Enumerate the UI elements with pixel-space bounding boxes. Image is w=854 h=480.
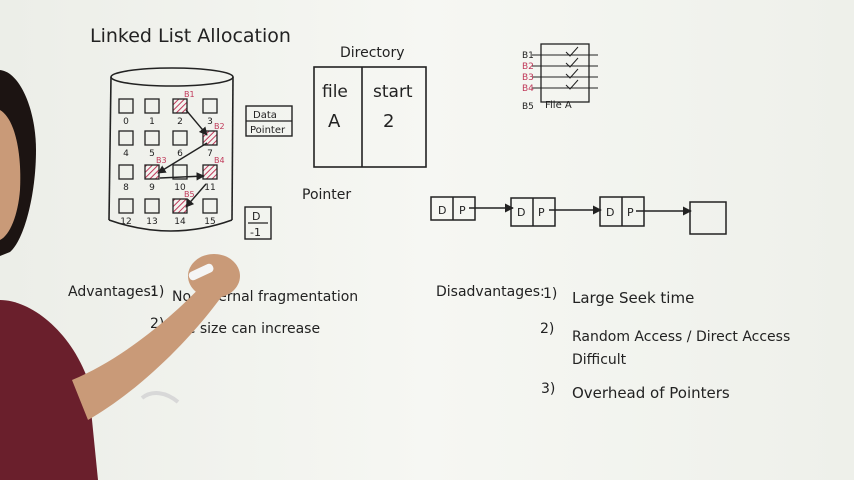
disk-block-number-5: 5	[149, 149, 155, 159]
disk-block-number-14: 14	[174, 217, 186, 227]
disk-block-number-7: 7	[207, 149, 213, 159]
disk-block-number-8: 8	[123, 183, 129, 193]
presenter-hand	[188, 254, 240, 298]
disk-block-9	[144, 164, 160, 180]
presenter-shirt	[0, 300, 98, 480]
linked-list	[430, 196, 727, 235]
data-pointer-box: Data Pointer	[245, 105, 293, 137]
directory-row-start: 2	[383, 111, 394, 132]
last-block-null: -1	[250, 226, 261, 239]
disk-block-14	[172, 198, 188, 214]
disk-block-number-15: 15	[204, 217, 215, 227]
disk-block-number-6: 6	[177, 149, 183, 159]
node1-data: D	[438, 204, 446, 217]
board-title: Linked List Allocation	[90, 25, 291, 47]
disadvantage-1-text: Large Seek time	[572, 289, 694, 307]
disk-block-number-3: 3	[207, 117, 213, 127]
disadvantage-1-num: 1)	[543, 286, 557, 302]
disk-block-number-0: 0	[123, 117, 129, 127]
disk-block-12	[118, 198, 134, 214]
disk-block-number-12: 12	[120, 217, 131, 227]
disk-block-number-10: 10	[174, 183, 186, 193]
file-a-label: File A	[545, 100, 572, 111]
node2-pointer: P	[538, 206, 545, 219]
node2-data: D	[517, 206, 525, 219]
presenter	[0, 70, 240, 480]
disk-block-tag-11: B4	[214, 156, 225, 165]
disk-block-number-4: 4	[123, 149, 129, 159]
disadvantages-heading: Disadvantages:	[436, 284, 545, 300]
disk-block-13	[144, 198, 160, 214]
disk-block-tag-2: B1	[184, 90, 195, 99]
disk-block-8	[118, 164, 134, 180]
disk-block-number-11: 11	[204, 183, 215, 193]
directory-heading: Directory	[340, 45, 405, 61]
list-node-4	[689, 201, 727, 235]
disk-cylinder	[108, 67, 234, 232]
disk-block-10	[172, 164, 188, 180]
disk-block-6	[172, 130, 188, 146]
file-block-label-5: B5	[522, 102, 534, 112]
disk-block-number-1: 1	[149, 117, 155, 127]
block-chain-arrows	[157, 109, 208, 208]
file-block-label-4: B4	[522, 84, 534, 94]
pointer-label: Pointer	[302, 187, 351, 203]
disk-block-tag-7: B2	[214, 122, 225, 131]
disadvantage-3-text: Overhead of Pointers	[572, 384, 730, 402]
disk-block-number-2: 2	[177, 117, 183, 127]
list-node-2	[510, 197, 556, 227]
disk-block-11	[202, 164, 218, 180]
node1-pointer: P	[459, 204, 466, 217]
disk-block-4	[118, 130, 134, 146]
marker-pen	[188, 263, 214, 281]
directory-table: Directory file start A 2	[313, 45, 427, 168]
last-block-data: D	[252, 210, 260, 223]
directory-col-start: start	[373, 82, 413, 102]
disk-block-tag-9: B3	[156, 156, 167, 165]
advantages-heading: Advantages:	[68, 284, 156, 300]
disadvantage-2-text2: Difficult	[572, 352, 627, 368]
file-block-label-3: B3	[522, 73, 534, 83]
advantage-1-num: 1)	[150, 284, 164, 300]
disk-block-number-13: 13	[146, 217, 157, 227]
disk-block-1	[144, 98, 160, 114]
last-block-box: D -1	[244, 206, 272, 240]
file-block-label-2: B2	[522, 62, 534, 72]
linked-list-labels: D P D P D P	[438, 204, 634, 219]
node3-pointer: P	[627, 206, 634, 219]
file-block-label-1: B1	[522, 51, 534, 61]
directory-col-file: file	[322, 82, 348, 102]
disadvantages-section: Disadvantages: 1) Large Seek time 2) Ran…	[436, 284, 790, 402]
disk-block-number-9: 9	[149, 183, 155, 193]
disadvantage-2-text: Random Access / Direct Access	[572, 329, 790, 345]
disk-block-15	[202, 198, 218, 214]
node3-data: D	[606, 206, 614, 219]
presenter-face	[0, 110, 21, 240]
disk-block-3	[202, 98, 218, 114]
file-blocks-sketch: B1 B2 B3 B4 B5 File A	[522, 43, 598, 112]
pointer-label-small: Pointer	[250, 125, 286, 136]
directory-row-file: A	[328, 111, 341, 132]
disadvantage-2-num: 2)	[540, 321, 554, 337]
disk-block-5	[144, 130, 160, 146]
disk-block-0	[118, 98, 134, 114]
presenter-bracelet	[140, 391, 180, 404]
data-label: Data	[253, 110, 277, 121]
disk-block-tag-14: B5	[184, 190, 195, 199]
disk-block-2	[172, 98, 188, 114]
disadvantage-3-num: 3)	[541, 381, 555, 397]
advantage-2-text: File size can increase	[172, 321, 320, 337]
presenter-arm	[72, 282, 222, 420]
